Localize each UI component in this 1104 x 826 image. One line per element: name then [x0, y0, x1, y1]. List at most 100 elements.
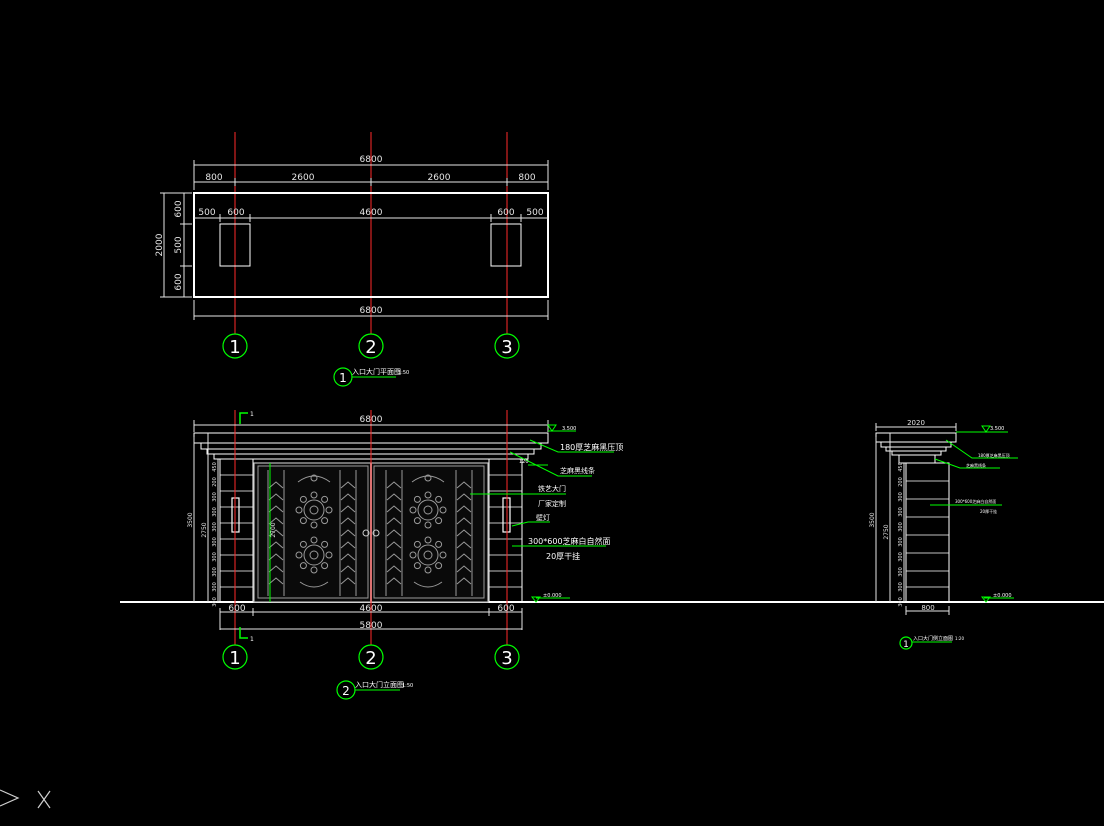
small-dim-text: 300	[212, 567, 218, 577]
gate-ornament	[386, 577, 402, 585]
gate-ornament	[295, 506, 303, 514]
front-leaders	[470, 439, 614, 547]
front-labels: 180厚芝麻黑压顶 芝麻黑线条 铁艺大门 厂家定制 壁灯 300*600芝麻白自…	[519, 442, 623, 561]
plan-depth-total: 2000	[155, 233, 165, 256]
side-labels: 180厚芝麻黑压顶 芝麻黑线条 300*600芝麻白自然面 20厚干挂	[955, 452, 1010, 514]
gate-ornament	[297, 475, 331, 483]
front-height-pier: 2750	[201, 522, 208, 537]
gate-ornament	[423, 550, 433, 560]
front-bottom-total: 5800	[360, 621, 383, 631]
plan-view: 6800 800 2600 2600 800 500 600 4600 600 …	[155, 132, 549, 387]
plan-axis-label-2: 2	[365, 337, 376, 358]
small-dim-text: 300	[898, 507, 904, 517]
gate-ornament	[325, 506, 333, 514]
gate-ornament	[303, 544, 325, 566]
front-bottom-1: 600	[228, 604, 245, 614]
gate-ornament	[413, 517, 421, 525]
gate-ornament	[424, 536, 432, 544]
gate-ornament	[424, 474, 432, 482]
gate-ornament	[386, 517, 402, 525]
side-bottom-dim: 800	[921, 604, 934, 612]
plan-axis-lines	[234, 132, 508, 334]
small-dim-text: 300	[898, 597, 904, 607]
gate-ornament	[310, 521, 318, 529]
plan-inner-3: 4600	[360, 208, 383, 218]
front-dim-texts: 6800 600 4600 600 5800 3500 2750 2700	[187, 415, 515, 631]
small-dim-text: 300	[898, 552, 904, 562]
gate-ornament	[417, 544, 439, 566]
gate-ornament	[310, 491, 318, 499]
plan-inner-2: 600	[227, 208, 244, 218]
front-level-ground-text: ±0.000	[543, 593, 562, 599]
small-dim-text: 450	[212, 462, 218, 472]
gate-ornament	[386, 505, 402, 513]
gate-ornament	[268, 481, 284, 489]
plan-scale: 1:50	[398, 370, 409, 376]
small-dim-text: 200	[212, 477, 218, 487]
side-dim-texts: 2020 800 3500 2750	[869, 419, 935, 612]
side-level-ground-text: ±0.000	[993, 593, 1012, 599]
gate-ornament	[299, 517, 307, 525]
small-dim-text: 300	[212, 507, 218, 517]
gate-ornament	[386, 481, 402, 489]
gate-ornament	[439, 551, 447, 559]
gate-ornament	[268, 541, 284, 549]
gate-ornament	[411, 475, 445, 483]
plan-seg-2: 2600	[292, 173, 315, 183]
plan-dim-texts: 6800 800 2600 2600 800 500 600 4600 600 …	[155, 155, 544, 316]
plan-axis-bubbles: 1 2 3	[222, 333, 520, 359]
gate-ornament	[268, 577, 284, 585]
small-dim-text: 300	[898, 567, 904, 577]
plan-inner-5: 500	[526, 208, 543, 218]
front-axis-label-1: 1	[229, 648, 240, 669]
section-marks	[239, 412, 248, 639]
gate-ornament	[456, 493, 472, 501]
gate-ornament	[409, 551, 417, 559]
front-piers	[219, 458, 523, 603]
gate-ornament	[456, 565, 472, 573]
side-label-capital: 芝麻黑线条	[966, 462, 986, 468]
gate-ornament	[435, 517, 443, 525]
side-elevation: 2020 800 3500 2750 450200300300300300300…	[869, 419, 1018, 650]
small-dim-text: 300	[212, 537, 218, 547]
plan-dim-lines	[160, 160, 549, 320]
plan-depth-1: 600	[174, 200, 184, 217]
side-label-coping: 180厚芝麻黑压顶	[978, 452, 1010, 458]
gate-ornament	[456, 481, 472, 489]
gate-ornament	[386, 493, 402, 501]
label-dry-hang: 20厚干挂	[546, 551, 580, 561]
side-level-top-text: 3.500	[990, 426, 1004, 432]
gate-ornament	[386, 553, 402, 561]
side-title-num: 1	[903, 640, 909, 650]
plan-seg-1: 800	[205, 173, 222, 183]
small-dim-text: 300	[212, 582, 218, 592]
front-title-num: 2	[342, 684, 350, 698]
gate-ornament	[268, 505, 284, 513]
front-axis-bubbles: 1 2 3	[222, 644, 520, 670]
side-top-dim: 2020	[907, 419, 925, 427]
gate-ornament	[386, 529, 402, 537]
small-dim-text: 200	[898, 477, 904, 487]
front-scale: 1:50	[402, 683, 413, 689]
plan-inner-1: 500	[198, 208, 215, 218]
gate-ornament	[340, 517, 356, 525]
gate-ornament	[413, 495, 421, 503]
plan-axis-label-1: 1	[229, 337, 240, 358]
gate-ornament	[268, 529, 284, 537]
plan-inner-4: 600	[497, 208, 514, 218]
front-bottom-3: 600	[497, 604, 514, 614]
gate-ornament	[299, 495, 307, 503]
gate-ornament	[268, 553, 284, 561]
gate-ornament	[340, 505, 356, 513]
front-overall-top: 6800	[360, 415, 383, 425]
gate-ornament	[456, 577, 472, 585]
label-small-dim: 120	[519, 459, 529, 465]
gate-ornament	[268, 493, 284, 501]
front-height-gate: 2700	[270, 522, 277, 537]
small-dim-text: 300	[898, 522, 904, 532]
front-axis-label-2: 2	[365, 648, 376, 669]
gate-ornament	[299, 540, 307, 548]
